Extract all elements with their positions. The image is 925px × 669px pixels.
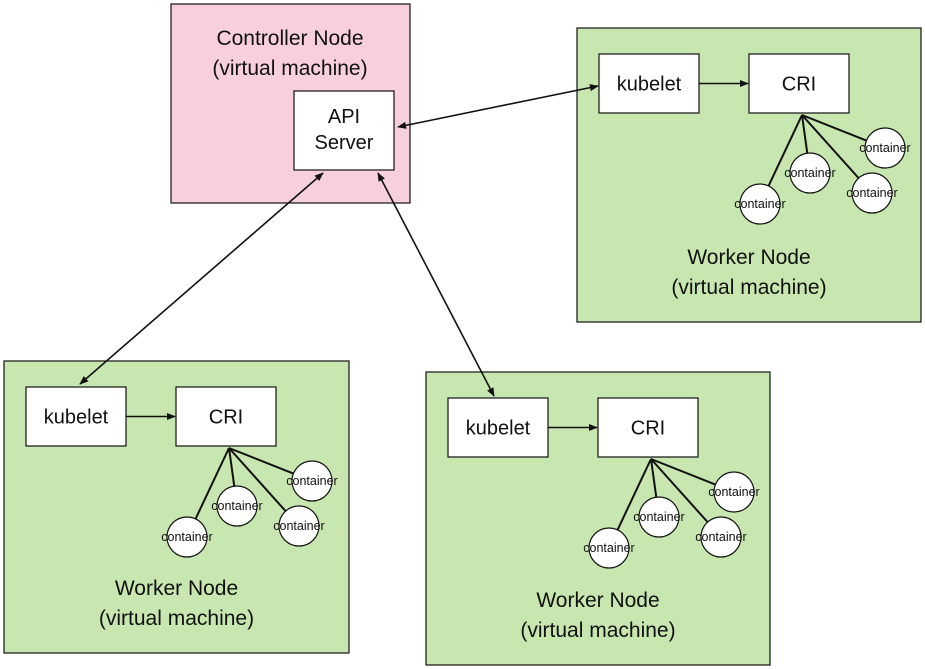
api-connections <box>79 84 599 397</box>
container-label: container <box>161 530 212 544</box>
api-to-top-right-kubelet-arrow <box>397 84 599 129</box>
worker-node-subtitle: (virtual machine) <box>99 607 254 630</box>
container-circle <box>713 471 755 513</box>
kubelet-box <box>25 386 127 447</box>
container-circle <box>700 516 742 558</box>
kubelet-label: kubelet <box>44 407 109 429</box>
api-to-bottom-left-kubelet-arrow <box>79 172 324 385</box>
cri-box <box>175 386 277 447</box>
worker-node-bottom-middle: kubelet CRI container container container con… <box>425 371 771 666</box>
container-label: container <box>211 499 262 513</box>
kubelet-label: kubelet <box>617 74 682 96</box>
container-label: container <box>784 166 835 180</box>
cri-to-container-link <box>767 114 803 187</box>
cri-to-container-link <box>801 114 867 142</box>
container-label: container <box>695 530 746 544</box>
container-label: container <box>708 485 759 499</box>
worker-node-bottom-left: kubelet CRI container container container con… <box>3 360 350 654</box>
container-label: container <box>633 510 684 524</box>
cri-to-container-link <box>228 447 236 487</box>
cri-label: CRI <box>209 407 243 429</box>
cri-to-container-link <box>650 458 716 486</box>
kubelet-box <box>447 397 549 458</box>
controller-node-subtitle: (virtual machine) <box>212 57 367 80</box>
api-server-box <box>293 90 395 171</box>
cri-to-container-link <box>801 114 809 154</box>
container-circle <box>588 527 630 569</box>
api-server-label-line1: API <box>328 106 360 128</box>
container-circle <box>864 127 906 169</box>
container-circle <box>739 183 781 225</box>
cri-to-container-link <box>801 114 860 179</box>
container-circle <box>291 460 333 502</box>
worker-node-title: Worker Node <box>536 589 659 612</box>
container-circle <box>851 172 893 214</box>
container-label: container <box>734 197 785 211</box>
container-circle <box>278 505 320 547</box>
container-circle <box>216 485 258 527</box>
worker-node-top-right: kubelet CRI container container container con… <box>576 27 922 323</box>
container-circle <box>789 152 831 194</box>
controller-node-title: Controller Node <box>216 27 363 50</box>
worker-node-subtitle: (virtual machine) <box>520 619 675 642</box>
cri-to-container-link <box>650 458 658 498</box>
container-label: container <box>286 474 337 488</box>
container-circle <box>166 516 208 558</box>
kubelet-label: kubelet <box>466 418 531 440</box>
worker-node-subtitle: (virtual machine) <box>671 276 826 299</box>
cri-to-container-link <box>228 447 294 475</box>
cri-to-container-link <box>616 458 652 531</box>
cri-to-container-link <box>228 447 287 512</box>
cri-to-container-link <box>650 458 709 523</box>
worker-node-title: Worker Node <box>687 246 810 269</box>
container-label: container <box>859 141 910 155</box>
cri-label: CRI <box>782 74 816 96</box>
worker-node-title: Worker Node <box>115 577 238 600</box>
api-server-label-line2: Server <box>315 132 374 154</box>
container-label: container <box>846 186 897 200</box>
cri-label: CRI <box>631 418 665 440</box>
cri-box <box>748 53 850 114</box>
kubelet-box <box>598 53 700 114</box>
container-label: container <box>273 519 324 533</box>
container-label: container <box>583 541 634 555</box>
cri-box <box>597 397 699 458</box>
container-circle <box>638 496 680 538</box>
controller-node: Controller Node (virtual machine) API Se… <box>170 3 411 204</box>
cri-to-container-link <box>194 447 230 520</box>
api-to-bottom-middle-kubelet-arrow <box>377 172 495 397</box>
